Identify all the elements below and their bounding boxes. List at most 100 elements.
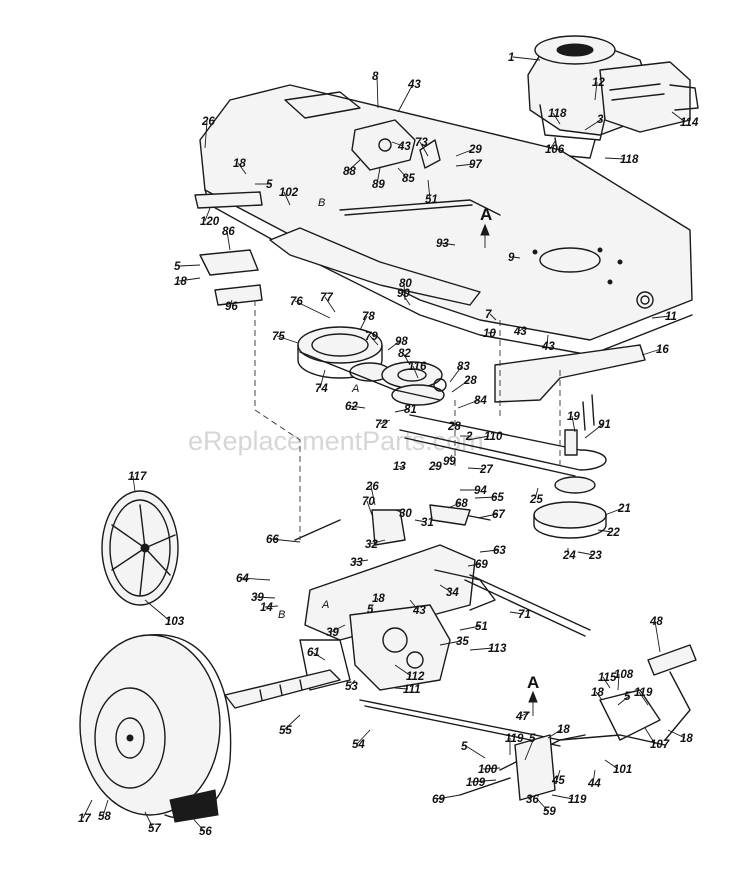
- callout-leader: [229, 299, 233, 307]
- callout-leader: [204, 120, 208, 149]
- callout-number: 62: [345, 401, 358, 413]
- right-bracket-16: [494, 344, 646, 403]
- callout-leader: [369, 539, 386, 545]
- callout-number: 27: [479, 464, 493, 476]
- callout-number: 55: [279, 725, 292, 737]
- callout-number: 53: [345, 681, 358, 693]
- callout-leader: [255, 596, 276, 599]
- callout-leader: [397, 167, 408, 179]
- callout-number: 19: [567, 411, 580, 423]
- callout-leader: [349, 405, 366, 409]
- callout-leader: [469, 647, 494, 651]
- callout-number: 51: [475, 621, 488, 633]
- callout-number: 93: [436, 238, 449, 250]
- callout-number: 97: [469, 159, 482, 171]
- callout-number: 43: [513, 326, 527, 338]
- callout-leader: [604, 759, 619, 770]
- callout-number: 73: [415, 137, 428, 149]
- frame-deck: [199, 84, 693, 356]
- callout-number: 77: [320, 292, 333, 304]
- callout-leader: [294, 300, 331, 319]
- callout-number: 81: [404, 404, 417, 416]
- callout-number: 115: [598, 672, 617, 684]
- callout-number: 5: [174, 261, 181, 273]
- callout-number: 28: [447, 421, 461, 433]
- pulley-assembly: [297, 326, 447, 406]
- callout-number: 63: [493, 545, 506, 557]
- callout-leader: [387, 340, 401, 351]
- callout-leader: [439, 640, 462, 646]
- callout-number: 31: [421, 517, 434, 529]
- callout-leader: [518, 327, 526, 332]
- callout-leader: [349, 679, 356, 687]
- callout-number: 66: [266, 534, 279, 546]
- callout-leader: [439, 584, 452, 593]
- callout-number: 119: [568, 794, 587, 806]
- callout-number: 61: [307, 647, 320, 659]
- callout-number: 107: [650, 739, 670, 751]
- callout-number: 5: [529, 733, 536, 745]
- callout-number: 103: [165, 616, 185, 628]
- callout-number: 32: [365, 539, 378, 551]
- callout-leader: [638, 691, 649, 706]
- callout-number: 3: [597, 114, 604, 126]
- callout-leader: [366, 500, 373, 516]
- callout-leader: [487, 331, 497, 334]
- callout-number: 79: [365, 331, 378, 343]
- ref-letter-a-small-1: A: [351, 383, 359, 395]
- callout-leader: [509, 611, 524, 615]
- callout-number: 1: [508, 52, 514, 64]
- callout-leader: [132, 475, 136, 493]
- callout-number: 56: [199, 826, 212, 838]
- callout-leader: [584, 118, 603, 131]
- callout-leader: [379, 419, 391, 425]
- callout-leader: [482, 767, 501, 770]
- callout-number: 54: [352, 739, 365, 751]
- callout-leader: [597, 529, 613, 533]
- control-bracket: [351, 119, 441, 171]
- callout-number: 102: [279, 187, 299, 199]
- callout-number: 94: [474, 485, 487, 497]
- callout-leader: [82, 799, 93, 819]
- callout-number: 99: [443, 456, 456, 468]
- callout-leader: [470, 779, 497, 783]
- callout-number: 22: [606, 527, 620, 539]
- callout-number: 10: [483, 328, 496, 340]
- callout-number: 118: [620, 154, 639, 166]
- callout-number: 70: [362, 496, 375, 508]
- callout-number: 43: [541, 341, 555, 353]
- callout-leader: [144, 599, 171, 622]
- callout-leader: [452, 424, 456, 427]
- callout-number: 48: [649, 616, 663, 628]
- callout-leader: [356, 729, 371, 745]
- callout-leader: [412, 365, 419, 379]
- callout-number: 45: [551, 775, 565, 787]
- callout-leader: [654, 620, 661, 653]
- callout-number: 5: [461, 741, 468, 753]
- callout-leader: [467, 467, 486, 470]
- callout-leader: [651, 315, 671, 319]
- callout-number: 101: [613, 764, 632, 776]
- callout-number: 5: [266, 179, 273, 191]
- callout-number: 69: [475, 559, 488, 571]
- callout-leader: [512, 256, 521, 259]
- callout-leader: [459, 625, 481, 631]
- callout-leader: [240, 577, 271, 581]
- callout-leader: [397, 83, 414, 113]
- callout-leader: [376, 167, 381, 185]
- callout-leader: [604, 507, 624, 516]
- callout-leader: [369, 335, 379, 346]
- callout-number: 17: [78, 813, 91, 825]
- callout-number: 65: [491, 492, 504, 504]
- callout-number: 120: [200, 216, 220, 228]
- callout-leader: [602, 676, 611, 689]
- callout-number: 39: [326, 627, 339, 639]
- ref-letter-b-lower: B: [278, 609, 285, 621]
- callout-number: 58: [98, 811, 111, 823]
- callout-leader: [283, 714, 301, 731]
- callout-leader: [592, 769, 596, 784]
- callout-number: 118: [548, 108, 567, 120]
- callout-leader: [178, 277, 201, 282]
- callout-number: 2: [465, 431, 473, 443]
